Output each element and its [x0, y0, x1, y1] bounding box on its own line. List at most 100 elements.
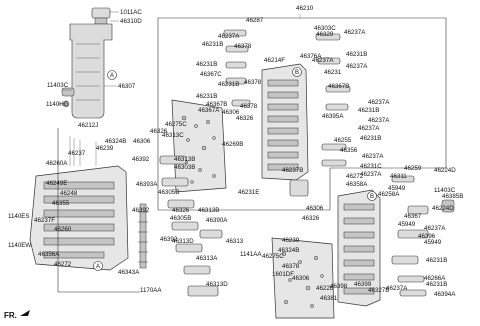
- part-label: 46231C: [360, 163, 382, 170]
- part-label: 46231B: [346, 51, 367, 58]
- part-label: 46275C: [262, 253, 284, 260]
- part-label: 46367B: [328, 83, 349, 90]
- part-label: 46237A: [362, 153, 384, 160]
- part-label: 46260: [54, 226, 72, 233]
- part-label: 46392: [160, 236, 178, 243]
- part-label: 46237A: [386, 285, 408, 292]
- part-label: 46398: [330, 283, 348, 290]
- part-label: 46343A: [118, 269, 140, 276]
- part-label: 46231B: [426, 281, 447, 288]
- part-label: 46313D: [206, 281, 228, 288]
- part-label: 46212J: [78, 122, 98, 129]
- part-label: 46239: [96, 145, 114, 152]
- front-direction-label: FR.: [4, 311, 17, 320]
- part-label: 46385B: [442, 193, 463, 200]
- part-label: 46237A: [368, 117, 390, 124]
- part-label: 46396: [418, 233, 436, 240]
- part-label: 46237A: [218, 33, 240, 40]
- part-label: 46306: [292, 275, 310, 282]
- callout-a-lower: [93, 261, 103, 271]
- part-label: 46367C: [200, 71, 222, 78]
- part-label: 46324B: [105, 138, 126, 145]
- part-label: 46306: [133, 138, 151, 145]
- callout-b-upper-label: B: [295, 70, 299, 76]
- part-label: 46367A: [198, 107, 220, 114]
- part-label: 46326: [302, 215, 320, 222]
- part-label: 46231B: [426, 257, 447, 264]
- part-label: 46258A: [378, 191, 400, 198]
- upper-assembly-outline: [157, 17, 447, 211]
- callout-b-upper: [292, 67, 302, 77]
- part-label: 46378: [244, 79, 262, 86]
- part-label: 46376A: [300, 53, 322, 60]
- part-label: 46210: [296, 5, 314, 12]
- part-label: 46231B: [196, 61, 217, 68]
- part-label: 1140ES: [8, 213, 30, 220]
- part-label: 46237: [68, 150, 86, 157]
- part-label: 46392: [132, 207, 150, 214]
- part-label: 46237A: [360, 171, 382, 178]
- part-label: 46224D: [434, 167, 456, 174]
- upper-solenoid-valves: [223, 29, 351, 167]
- part-label: 46313D: [172, 238, 194, 245]
- part-label: 46237A: [344, 29, 366, 36]
- oil-filter-assembly: [61, 7, 113, 119]
- part-label: 46259: [404, 165, 422, 172]
- part-label: 46313: [226, 238, 244, 245]
- part-label: 46275C: [165, 121, 187, 128]
- part-label: 1011AC: [120, 9, 142, 16]
- lower-right-valve-parts: [289, 175, 455, 297]
- part-label: 46326: [150, 128, 168, 135]
- part-label: 46237A: [424, 225, 446, 232]
- part-label: 46255: [334, 137, 352, 144]
- part-label: 46399: [354, 281, 372, 288]
- left-solenoid-column: [159, 155, 223, 297]
- part-label: 46356: [340, 147, 358, 154]
- part-label: 46367: [404, 213, 422, 220]
- part-label: 46306: [306, 205, 324, 212]
- part-label: 46329: [316, 31, 334, 38]
- part-label: 46305B: [158, 189, 179, 196]
- part-label: 46313B: [198, 207, 219, 214]
- part-label: 46248: [60, 190, 78, 197]
- part-label: 46272: [54, 261, 72, 268]
- callout-a-top-label: A: [110, 73, 114, 79]
- part-label: 46231B: [196, 93, 217, 100]
- part-label: 46313B: [174, 156, 195, 163]
- part-label: 45949: [424, 239, 442, 246]
- part-label: 1601DF: [272, 271, 294, 278]
- part-label: 46239: [282, 237, 300, 244]
- part-label: 46310D: [120, 18, 142, 25]
- part-label: 45949: [388, 185, 406, 192]
- part-label: 46237A: [346, 63, 368, 70]
- callout-a-lower-label: A: [96, 264, 100, 270]
- main-valve-body-left-details: [43, 181, 115, 259]
- part-label: 46355: [52, 200, 70, 207]
- part-label: 46307: [118, 83, 136, 90]
- lower-valve-body-details: [343, 203, 375, 295]
- part-label: 46392: [132, 156, 150, 163]
- part-label: 46303B: [174, 164, 195, 171]
- part-label: 1141AA: [240, 251, 262, 258]
- part-label: 46378: [282, 263, 300, 270]
- part-label: 46327B: [368, 287, 389, 294]
- part-label: 46272: [346, 173, 364, 180]
- part-label: 46287: [246, 17, 264, 24]
- part-label: 46231: [324, 69, 342, 76]
- part-label: 46214F: [264, 57, 285, 64]
- part-label: 46358A: [346, 181, 368, 188]
- part-label: 46266A: [424, 275, 446, 282]
- part-label: 46224D: [432, 205, 454, 212]
- part-label: 46231E: [238, 189, 259, 196]
- part-label: 46311: [390, 173, 407, 180]
- part-label: 46237A: [312, 57, 334, 64]
- part-label: 46326: [236, 115, 254, 122]
- part-label: 46260A: [46, 160, 68, 167]
- part-label: 46324B: [278, 247, 299, 254]
- part-label: 46356A: [38, 251, 60, 258]
- part-label: 46269B: [222, 141, 243, 148]
- upper-valve-body-details: [267, 79, 299, 171]
- part-label: 46231B: [360, 135, 381, 142]
- part-label: 46226: [316, 285, 334, 292]
